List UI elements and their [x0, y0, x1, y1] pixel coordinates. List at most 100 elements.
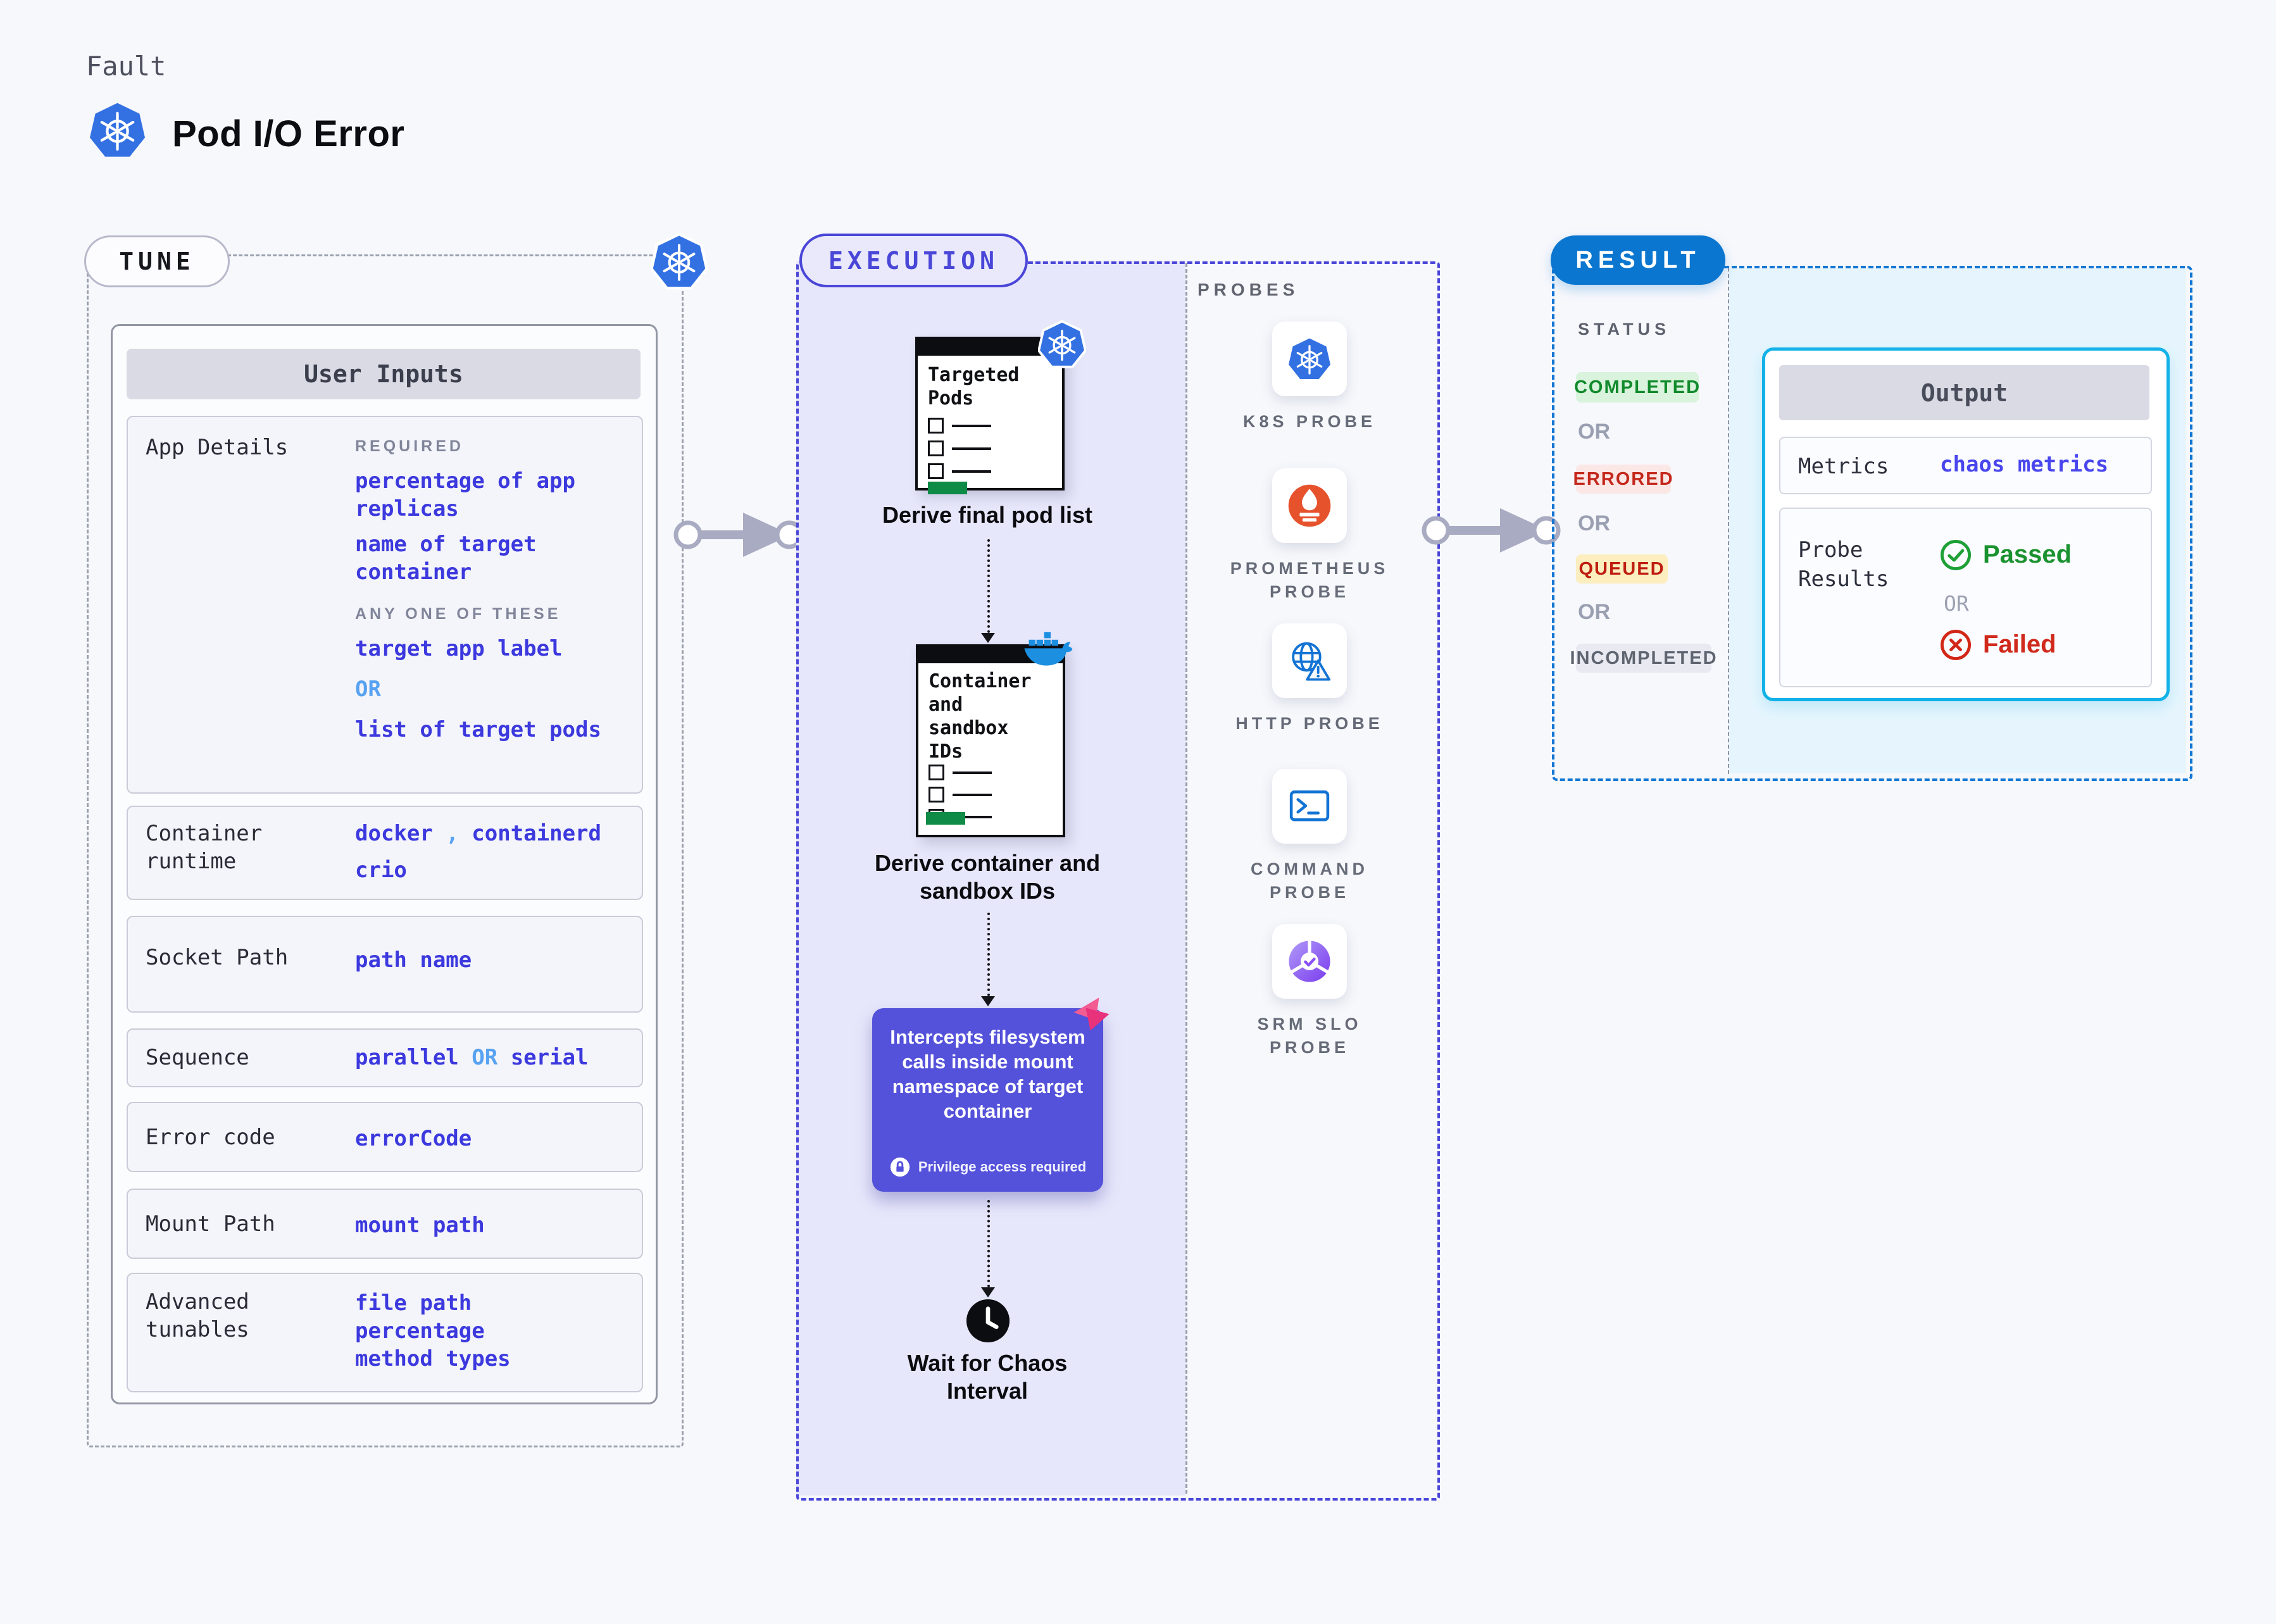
probe-results-label: Probe Results	[1798, 537, 1889, 592]
intercept-step-box: Intercepts filesystem calls inside mount…	[872, 1008, 1103, 1192]
user-inputs-card: User Inputs App Details REQUIRED percent…	[111, 324, 658, 1404]
flow-arrowhead	[981, 1287, 995, 1297]
probe-srm-slo	[1272, 924, 1347, 999]
execution-section-frame	[796, 261, 1440, 1501]
flow-arrowhead	[981, 633, 995, 643]
metrics-row: Metrics chaos metrics	[1779, 437, 2152, 494]
status-badge-queued: QUEUED	[1576, 554, 1668, 584]
passed-text: Passed	[1983, 540, 2072, 568]
row-values: docker , containerd crio	[355, 820, 634, 884]
probe-name: COMMAND PROBE	[1251, 859, 1368, 902]
step-caption: Derive final pod list	[882, 502, 1093, 528]
row-sequence: Sequence parallel OR serial	[127, 1028, 643, 1087]
or-connector: OR	[1578, 511, 1610, 535]
row-label: Mount Path	[146, 1211, 275, 1237]
output-header: Output	[1779, 365, 2149, 420]
flow-connector	[987, 539, 990, 633]
tune-to-execution-arrow	[673, 513, 804, 557]
step-caption: Wait for Chaos Interval	[907, 1350, 1068, 1404]
comma-separator: ,	[446, 821, 459, 846]
user-inputs-header: User Inputs	[127, 349, 641, 399]
kubernetes-icon	[1287, 336, 1332, 382]
check-circle-icon	[1939, 538, 1973, 572]
value-mount-path: mount path	[355, 1213, 485, 1238]
tune-section-frame	[87, 254, 684, 1447]
slo-gauge-icon	[1286, 938, 1333, 985]
row-label: Error code	[146, 1125, 275, 1150]
metrics-value: chaos metrics	[1940, 452, 2109, 477]
row-socket-path: Socket Path path name	[127, 916, 643, 1013]
fault-eyebrow: Fault	[86, 51, 166, 82]
status-badge-errored: ERRORED	[1573, 465, 1673, 494]
intercept-text: Intercepts filesystem calls inside mount…	[890, 1026, 1085, 1122]
output-card: Output Metrics chaos metrics Probe Resul…	[1762, 347, 2170, 701]
progress-bar	[926, 812, 965, 825]
any-one-caption: ANY ONE OF THESE	[355, 605, 561, 623]
row-values: file path percentage method types	[355, 1289, 634, 1373]
step-caption: Derive container and sandbox IDs	[874, 850, 1101, 904]
probe-prometheus	[1272, 468, 1347, 543]
result-section-badge: RESULT	[1551, 235, 1725, 285]
flow-connector	[987, 1200, 990, 1287]
row-label: Socket Path	[146, 945, 289, 970]
value-target-app-label: target app label	[355, 636, 563, 661]
kubernetes-icon	[87, 100, 147, 160]
kubernetes-badge-icon	[651, 233, 708, 290]
probe-name: PROMETHEUS PROBE	[1230, 559, 1389, 601]
card-title: Container and sandbox IDs	[929, 670, 1032, 763]
value-sequence: parallel OR serial	[355, 1044, 589, 1071]
value-parallel: parallel	[355, 1045, 459, 1070]
status-caption: STATUS	[1578, 320, 1670, 339]
flow-arrowhead	[981, 996, 995, 1006]
tune-section-label: TUNE	[119, 247, 195, 275]
execution-to-result-arrow	[1422, 508, 1561, 553]
prometheus-icon	[1286, 482, 1333, 529]
row-label: Advanced tunables	[146, 1289, 249, 1342]
checkbox-row	[929, 787, 992, 803]
or-connector: OR	[1578, 420, 1610, 444]
value-docker: docker	[355, 821, 433, 846]
user-inputs-title: User Inputs	[304, 360, 463, 388]
row-app-details: App Details REQUIRED percentage of app r…	[127, 416, 643, 794]
docker-icon	[1024, 632, 1073, 666]
chaos-pinwheel-icon	[1073, 997, 1110, 1031]
value-path-name: path name	[355, 947, 472, 973]
lock-icon	[889, 1156, 911, 1178]
or-connector: OR	[1944, 591, 1969, 616]
or-connector: OR	[1578, 600, 1610, 624]
x-circle-icon	[1939, 628, 1973, 662]
result-section-frame	[1552, 266, 2192, 781]
row-error-code: Error code errorCode	[127, 1102, 643, 1172]
or-connector: OR	[472, 1045, 498, 1070]
progress-bar	[928, 482, 967, 494]
value-list-of-target-pods: list of target pods	[355, 717, 601, 742]
value-percentage: percentage	[355, 1318, 485, 1344]
row-mount-path: Mount Path mount path	[127, 1189, 643, 1259]
privilege-note-text: Privilege access required	[918, 1159, 1087, 1175]
value-serial: serial	[510, 1045, 589, 1070]
row-label: App Details	[146, 435, 289, 460]
value-error-code: errorCode	[355, 1126, 472, 1151]
execution-section-label: EXECUTION	[828, 246, 999, 275]
checkbox-row	[928, 440, 991, 456]
value-containerd: containerd	[472, 821, 601, 846]
or-connector: OR	[355, 677, 381, 702]
probe-command	[1272, 769, 1347, 844]
card-title-bar	[918, 339, 1062, 356]
probes-divider-line	[1185, 263, 1187, 1494]
checkbox-row	[929, 765, 992, 780]
probe-http	[1272, 623, 1347, 698]
status-badge-completed: COMPLETED	[1574, 372, 1699, 403]
value-file-path: file path	[355, 1290, 472, 1316]
value-name-of-target-container: name of target container	[355, 532, 537, 585]
card-title: Targeted Pods	[928, 364, 1020, 409]
row-values: REQUIRED percentage of app replicas name…	[355, 437, 615, 744]
row-container-runtime: Container runtime docker , containerd cr…	[127, 806, 643, 900]
probe-results-row: Probe Results Passed OR Failed	[1779, 508, 2152, 687]
probe-name: SRM SLO PROBE	[1257, 1015, 1362, 1057]
row-label: Container runtime	[146, 821, 263, 874]
globe-alert-icon	[1285, 637, 1334, 685]
checkbox-row	[928, 418, 991, 434]
result-section-label: RESULT	[1575, 246, 1701, 273]
